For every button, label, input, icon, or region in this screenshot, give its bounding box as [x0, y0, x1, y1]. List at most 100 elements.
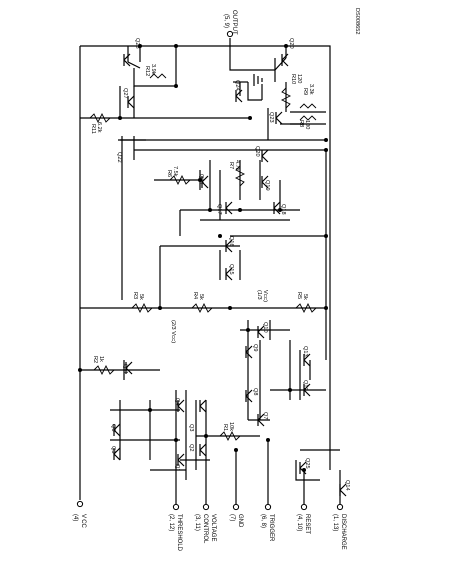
r10-ref: R10 [290, 74, 296, 84]
r2-ref: R2 [92, 356, 98, 363]
q6-label: Q6 [110, 424, 116, 431]
threshold-comparator [80, 360, 260, 480]
q8-label: Q8 [252, 388, 258, 395]
r6-value: 7.5k [172, 166, 178, 177]
q28-label: Q28 [134, 38, 140, 49]
q5-label: Q5 [110, 446, 116, 453]
threshold-terminal [172, 503, 180, 511]
gnd-terminal [232, 503, 240, 511]
r3-ref: R3 [132, 292, 138, 299]
q20-label-top: Q20 [288, 38, 294, 49]
vcc-terminal [76, 500, 84, 508]
q4-label: Q4 [174, 398, 180, 405]
vcc-pin-label: (4) [72, 514, 78, 521]
output-name-label: OUTPUT [231, 10, 237, 35]
r11-ref: R11 [90, 124, 96, 134]
q2-label: Q2 [188, 444, 194, 451]
control-voltage-pin-label: (3, 11) [194, 514, 200, 531]
q15-label: Q15 [228, 264, 234, 275]
one-third-vcc-label: VCC) [262, 290, 268, 302]
transistor-labels: Q28 Q27 Q22 Q21 Q17 Q18 Q19 Q20 Q23 Q20 … [110, 38, 350, 491]
q16-label: Q16 [228, 236, 234, 247]
r5-value: 5k [302, 294, 308, 300]
r2-value: 1k [98, 356, 104, 362]
q22-label: Q22 [116, 152, 122, 163]
two-thirds-text: (2/3 V [170, 320, 176, 335]
q7-label: Q7 [262, 412, 268, 419]
ground-symbol [253, 74, 263, 86]
q17-label: Q17 [216, 204, 222, 215]
input-pullup-stage [80, 46, 250, 124]
one-third-close: ) [262, 300, 268, 302]
junction-dots [78, 44, 328, 472]
gnd-pin-label: (7) [229, 514, 235, 521]
r12-value: 3.9k [150, 64, 156, 75]
two-thirds-sub: CC [171, 335, 176, 341]
trigger-name-label: TRIGGER [268, 514, 274, 542]
two-thirds-vcc-label: (2/3 VCC) [170, 320, 176, 343]
q19-label: Q19 [264, 180, 270, 191]
r12-ref: R12 [144, 66, 150, 76]
two-thirds-close: ) [170, 341, 176, 343]
vcc-name-label: V CC [80, 514, 86, 529]
q18-label: Q18 [280, 204, 286, 215]
threshold-pin-label: (2, 12) [168, 514, 174, 531]
r9-ref: R9 [302, 88, 308, 95]
q24-label: Q24 [234, 80, 240, 91]
discharge-name-label: DISCHARGE [340, 514, 346, 550]
q20-label-mid: Q20 [254, 146, 260, 157]
flip-flop-network [120, 136, 326, 310]
q1-label: Q1 [174, 464, 180, 471]
r8-ref: R8 [298, 120, 304, 127]
one-third-v: V [262, 290, 268, 294]
node-labels: (2/3 VCC) (1/3 VCC) [170, 290, 268, 343]
discharge-pin-label: (1, 13) [332, 514, 338, 531]
threshold-name-label: THRESHOLD [176, 514, 182, 552]
r9-value: 3.3k [308, 84, 314, 95]
discharge-terminal [336, 503, 344, 511]
one-third-cc: CC [263, 294, 268, 300]
r7-ref: R7 [228, 162, 234, 169]
q13-label: Q13 [302, 346, 308, 357]
control-voltage-name-label-2: VOLTAGE [210, 514, 216, 541]
r4-ref: R4 [192, 292, 198, 299]
output-terminal [226, 30, 234, 38]
r5-ref: R5 [296, 292, 302, 299]
reset-terminal [300, 503, 308, 511]
r1-value: 10k [228, 422, 234, 431]
r4-value: 5k [198, 294, 204, 300]
r11-value: 6.2k [96, 122, 102, 133]
voltage-divider [80, 160, 326, 314]
trigger-terminal [264, 503, 272, 511]
q21-label: Q21 [198, 174, 204, 185]
output-pin-label: (5, 9) [223, 14, 229, 28]
control-voltage-name-label: CONTROL [202, 514, 208, 544]
terminal-wires [175, 440, 341, 504]
r7-value: 4.7k [234, 160, 240, 171]
q12-label: Q12 [302, 380, 308, 391]
q9-label: Q9 [252, 344, 258, 351]
reset-name-label: RESET [304, 514, 310, 534]
r1-ref: R1 [222, 424, 228, 431]
resistor-labels: R12 3.9k R11 6.2k R6 7.5k R7 4.7k R10 12… [90, 64, 314, 431]
r10-value: 120 [296, 74, 302, 83]
output-stage [229, 38, 326, 140]
drawing-id: DS008652 [354, 8, 360, 34]
q27-label: Q27 [122, 88, 128, 99]
gnd-name-label: GND [237, 514, 243, 528]
vcc-rail [79, 45, 331, 500]
trigger-comparator [240, 320, 326, 421]
trigger-pin-label: (6, 8) [260, 514, 266, 528]
q23-label: Q23 [268, 112, 274, 123]
q14-label: Q14 [344, 480, 350, 491]
one-third-label: (1/3 [256, 290, 262, 300]
q10-label: Q10 [262, 322, 268, 333]
reset-pin-label: (4, 10) [296, 514, 302, 531]
r8-value: 100 [304, 120, 310, 129]
r3-value: 5k [138, 294, 144, 300]
control-voltage-terminal [202, 503, 210, 511]
q11-label: Q11 [122, 364, 128, 374]
transistor-symbols [113, 53, 347, 497]
q3-label: Q3 [188, 424, 194, 431]
